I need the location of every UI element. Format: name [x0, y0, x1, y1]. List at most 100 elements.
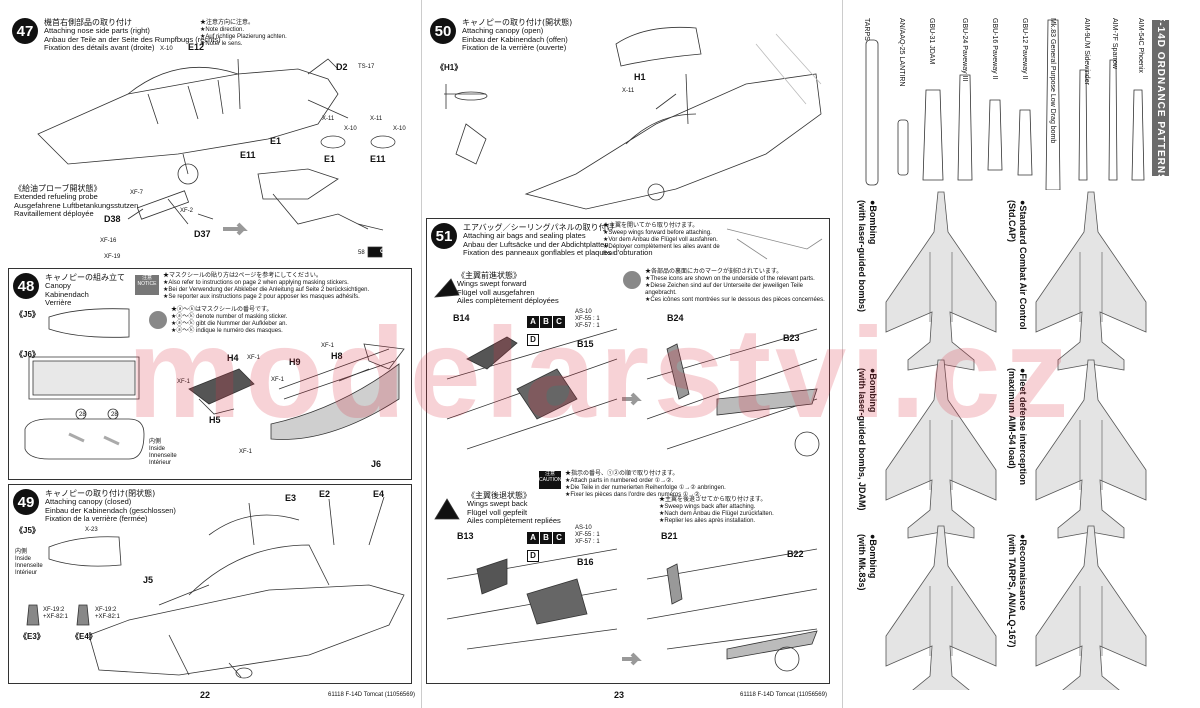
ordnance-title: F-14D ORDNANCE PATTERNS [1155, 14, 1166, 182]
paint-label: +XF-82:1 [95, 614, 120, 620]
step-number: 50 [430, 18, 456, 44]
note-line: ★Vor dem Anbau die Flügel voll ausfahren… [603, 237, 718, 243]
paint-label: XF-1 [177, 379, 191, 385]
note-line: Intérieur [15, 570, 38, 576]
sub-de: Flügel voll gepfeilt [467, 507, 528, 517]
sub-fr: Ravitaillement déployée [14, 209, 94, 218]
stage-code-d: D [527, 550, 539, 562]
paint-line: XF-55 : 1 [575, 316, 600, 322]
title-jp: キャノピーの取り付け(閉状態) [45, 489, 156, 498]
page-divider [842, 0, 843, 708]
part-label-j5: 《J5》 [15, 526, 40, 535]
note-line: ★Auf richtige Plazierung achten. [200, 34, 287, 40]
stage-code-c: C [553, 532, 565, 544]
weapon-label-gbu24: GBU-24 Paveway III [961, 18, 968, 82]
weapon-label-aim54: AIM-54C Phoenix [1137, 18, 1144, 73]
note-line: ★ⓐ〜ⓚ indique le numéro des masques. [171, 328, 283, 334]
paint-label: +XF-82:1 [43, 614, 68, 620]
title-fr: Verrière [45, 298, 72, 307]
note-line: ★注意方向に注意。 [200, 20, 255, 26]
paint-mix-back: AS-10 XF-55 : 1 XF-57 : 1 [575, 525, 600, 546]
note-line: ★マスクシールの貼り方は2ページを参考にしてください。 [163, 273, 322, 279]
note-line: ★Bei der Verwendung der Abkleber die Anl… [163, 287, 370, 293]
weapon-label-aim7: AIM-7F Sparrow [1111, 18, 1118, 69]
step-number: 49 [13, 489, 39, 515]
paint-label: XF-1 [321, 343, 335, 349]
sub-en: Extended refueling probe [14, 192, 98, 201]
page-divider [421, 0, 422, 708]
page-footer: 61118 F-14D Tomcat (11056569) [328, 692, 415, 698]
part-label-b23: B23 [783, 333, 800, 343]
step-49: 49 キャノピーの取り付け(閉状態) Attaching canopy (clo… [8, 484, 412, 684]
paint-label: XF-1 [271, 377, 285, 383]
sub-de: Flügel voll ausgefahren [457, 287, 535, 297]
step-title: 機首右側部品の取り付け Attaching nose side parts (r… [44, 18, 221, 53]
pattern-sub: (with TARPS, AN/ALQ-167) [1007, 534, 1017, 648]
note-line: Innenseite [15, 563, 43, 569]
paint-label: X-11 [622, 88, 635, 94]
step-title: キャノピーの取り付け(開状態) Attaching canopy (open) … [462, 18, 572, 53]
part-label-b14: B14 [453, 313, 470, 323]
step-number: 51 [431, 223, 457, 249]
note-line: ★Fixer les pièces dans l'ordre des numér… [565, 492, 702, 498]
sticker-number: 28 [79, 412, 86, 418]
stage-code-a: A [527, 532, 539, 544]
step-title: キャノピーの組み立て Canopy Kabinendach Verrière [45, 273, 125, 308]
notice-text: ★マスクシールの貼り方は2ページを参考にしてください。 ★Also refer … [163, 273, 407, 301]
part-label-b13: B13 [457, 531, 474, 541]
title-en: Canopy [45, 281, 71, 290]
caution-text: ★指示の番号、①②の順で取り付けます。 ★Attach parts in num… [565, 471, 765, 499]
part-label-e4-detail: 《E4》 [71, 632, 97, 641]
pattern-bombing-mk83: ●Bombing (with Mk.83s) [856, 534, 878, 591]
note-line: ★Attach parts in numbered order ①→②. [565, 478, 674, 484]
title-fr: Fixation de la verrière (ouverte) [462, 43, 567, 52]
pattern-title: ●Bombing [868, 368, 878, 413]
part-label-e3: E3 [285, 493, 297, 503]
stage-code-b: B [540, 316, 552, 328]
title-jp: エアバッグ／シーリングパネルの取り付け [463, 223, 615, 232]
paint-label: XF-2 [180, 208, 194, 214]
paint-line: XF-55 : 1 [575, 532, 600, 538]
refuel-probe-subtitle: 《給油プローブ開状態》 Extended refueling probe Aus… [14, 184, 138, 219]
sub-jp: 《主翼前進状態》 [457, 271, 521, 280]
sub-en: Wings swept back [467, 499, 528, 508]
sub-jp: 《主翼後退状態》 [467, 491, 531, 500]
part-label-h4: H4 [227, 353, 239, 363]
note-line: ★ⓐ〜ⓚ gibt die Nummer der Aufkleber an. [171, 321, 288, 327]
note-line: ★Also refer to instructions on page 2 wh… [163, 280, 349, 286]
step-title: エアバッグ／シーリングパネルの取り付け Attaching air bags a… [463, 223, 653, 258]
note-line: ★ⓐ〜ⓚはマスクシールの番号です。 [171, 307, 273, 313]
page-number: 23 [614, 690, 625, 700]
title-fr: Fixation de la verrière (fermée) [45, 514, 148, 523]
paint-line: AS-10 [575, 525, 592, 531]
paint-label: X-11 [322, 116, 335, 122]
part-label-e3-detail: 《E3》 [19, 632, 45, 641]
paint-label: XF-1 [239, 449, 253, 455]
notice-badge: 注意 NOTICE [135, 275, 159, 295]
step-47: 47 機首右側部品の取り付け Attaching nose side parts… [8, 14, 412, 264]
paint-line: AS-10 [575, 309, 592, 315]
part-label-b24: B24 [667, 313, 684, 323]
step-50: 50 キャノピーの取り付け(開状態) Attaching canopy (ope… [426, 14, 830, 214]
part-label-b21: B21 [661, 531, 678, 541]
inside-note: 内側 Inside Innenseite Intérieur [15, 549, 43, 577]
paint-label: XF-7 [130, 190, 144, 196]
part-label-e2: E2 [319, 489, 331, 499]
title-de: Einbau der Kabinendach (offen) [462, 34, 568, 44]
title-en: Attaching canopy (open) [462, 26, 544, 35]
paint-label: X-10 [160, 46, 173, 52]
sticker-number: 58 [358, 250, 365, 256]
sub-en: Wings swept forward [457, 279, 527, 288]
stage-code-d: D [527, 334, 539, 346]
sweep-back-note: ★主翼を後退させてから取り付けます。 ★Sweep wings back aft… [659, 497, 827, 525]
forward-subtitle: 《主翼前進状態》 Wings swept forward Flügel voll… [457, 271, 559, 306]
part-label-j5b: J5 [143, 575, 154, 585]
paint-mix-forward: AS-10 XF-55 : 1 XF-57 : 1 [575, 309, 600, 330]
title-en: Attaching air bags and sealing plates [463, 231, 586, 240]
title-de: Kabinendach [45, 289, 89, 299]
weapons-lineup [865, 19, 1145, 190]
caution-badge: 注意 CAUTION [539, 471, 562, 489]
note-line: ★These icons are shown on the underside … [645, 276, 815, 282]
paint-label: XF-19:2 [43, 607, 65, 613]
pattern-title: ●Fleet defense interception [1018, 368, 1028, 485]
